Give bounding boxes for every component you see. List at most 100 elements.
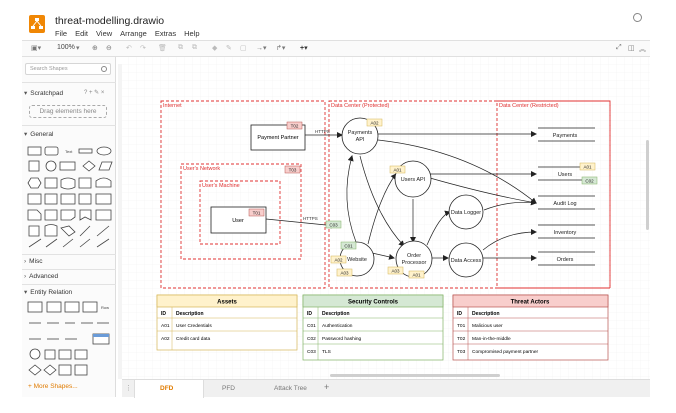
flow-user-website[interactable]	[265, 218, 337, 229]
zone-label-internet: Internet	[163, 103, 182, 109]
section-scratchpad[interactable]: ▾Scratchpad	[24, 89, 63, 97]
badge-t02: T02	[291, 124, 299, 129]
store-inventory[interactable]	[538, 224, 595, 239]
vertical-scrollbar[interactable]	[646, 140, 649, 230]
entity-relation-palette[interactable]: Row	[27, 300, 113, 380]
flow-payments-audit[interactable]	[377, 139, 537, 204]
zone-users-machine[interactable]	[199, 180, 281, 245]
flow-logger-audit[interactable]	[483, 199, 537, 211]
document-title[interactable]: threat-modelling.drawio	[55, 15, 165, 27]
zone-internet[interactable]	[160, 100, 326, 289]
diagram-canvas[interactable]: Internet User's Network User's Machine D…	[122, 57, 650, 379]
active-tab-background	[134, 380, 204, 398]
language-globe-icon[interactable]	[633, 13, 642, 22]
section-label: Entity Relation	[30, 289, 73, 296]
zone-dc-protected[interactable]	[328, 100, 611, 289]
flow-dataaccess-inventory[interactable]	[482, 229, 537, 251]
legend-assets-row-id: A02	[161, 336, 170, 342]
search-shapes-input[interactable]: Search Shapes	[25, 63, 111, 75]
legend-threat-actors[interactable]: Threat Actors ID Description T01 Malicio…	[452, 294, 609, 361]
menu-view[interactable]: View	[96, 29, 113, 38]
flow-website-payments[interactable]	[346, 155, 357, 243]
to-front-icon[interactable]: ⧉	[178, 44, 183, 51]
menu-help[interactable]: Help	[184, 29, 200, 38]
shadow-icon[interactable]: ▢	[240, 45, 247, 52]
node-label-payments-api-1: Payments	[348, 130, 373, 136]
menu-arrange[interactable]: Arrange	[120, 29, 147, 38]
node-label-website: Website	[347, 257, 367, 263]
chevron-right-icon: ›	[24, 258, 27, 265]
store-payments[interactable]	[538, 127, 595, 142]
fill-color-icon[interactable]: ◆	[212, 45, 218, 52]
zoom-dropdown-icon[interactable]: ▾	[76, 45, 80, 52]
menu-extras[interactable]: Extras	[154, 29, 177, 38]
tab-pfd[interactable]: PFD	[222, 385, 235, 392]
section-label: Advanced	[29, 273, 59, 280]
badge-t01: T01	[253, 211, 261, 216]
more-shapes-button[interactable]: + More Shapes...	[28, 383, 78, 390]
add-page-icon[interactable]: +	[324, 382, 330, 392]
legend-threats-row-desc: Man-in-the-middle	[472, 336, 511, 342]
pages-menu-icon[interactable]: ⋮	[125, 385, 132, 392]
diagram-svg[interactable]: Internet User's Network User's Machine D…	[122, 57, 650, 379]
to-back-icon[interactable]: ⧉	[192, 44, 197, 51]
legend-assets[interactable]: Assets ID Description A01 User Credentia…	[156, 294, 298, 351]
scratchpad-tools[interactable]: ? + ✎ ×	[84, 90, 105, 96]
general-shapes-palette[interactable]: Text	[27, 145, 113, 250]
format-panel-icon[interactable]: ◫	[628, 45, 635, 52]
store-label-audit-log: Audit Log	[553, 201, 576, 207]
badge-a01-users-api: A01	[393, 168, 402, 173]
legend-controls-row-id: C02	[307, 336, 316, 342]
section-advanced[interactable]: ›Advanced	[24, 273, 58, 280]
divider	[22, 284, 116, 285]
undo-icon[interactable]: ↶	[126, 45, 132, 52]
legend-assets-row-desc: Credit card data	[176, 336, 210, 342]
zone-dc-restricted[interactable]	[496, 100, 611, 289]
flow-website-processor[interactable]	[371, 252, 395, 260]
store-orders[interactable]	[538, 251, 595, 266]
scratchpad-drop-zone[interactable]: Drag elements here	[29, 105, 107, 118]
tab-dfd[interactable]: DFD	[160, 385, 174, 392]
store-label-payments: Payments	[553, 133, 578, 139]
badge-a01-users-store: A01	[583, 165, 592, 170]
connection-style-icon[interactable]: →▾	[256, 45, 267, 52]
node-payments-api[interactable]	[341, 117, 379, 155]
insert-icon[interactable]: +▾	[300, 45, 308, 52]
menu-edit[interactable]: Edit	[75, 29, 89, 38]
badge-a02-website: A02	[334, 258, 343, 263]
page-view-icon[interactable]: ▣▾	[31, 45, 42, 52]
horizontal-scrollbar[interactable]	[330, 374, 500, 377]
delete-icon[interactable]: 🗑	[158, 45, 167, 52]
line-color-icon[interactable]: ✎	[226, 45, 232, 52]
section-misc[interactable]: ›Misc	[24, 258, 43, 265]
zone-users-network[interactable]	[180, 163, 302, 260]
zoom-in-icon[interactable]: ⊕	[92, 45, 98, 52]
menu-bar: File Edit View Arrange Extras Help	[55, 29, 200, 38]
fullscreen-icon[interactable]: ⤢	[616, 44, 622, 51]
node-label-order-processor-1: Order	[407, 253, 421, 259]
legend-controls-header-desc: Description	[322, 311, 350, 317]
legend-security-controls[interactable]: Security Controls ID Description C01 Aut…	[302, 294, 444, 361]
zoom-out-icon[interactable]: ⊖	[106, 45, 112, 52]
section-entity-relation[interactable]: ▾Entity Relation	[24, 288, 72, 296]
tab-attack-tree[interactable]: Attack Tree	[274, 385, 307, 392]
store-audit-log[interactable]	[538, 195, 595, 210]
node-label-data-access: Data Access	[451, 258, 482, 264]
zone-label-users-network: User's Network	[183, 166, 220, 172]
waypoints-icon[interactable]: ↱▾	[276, 45, 286, 52]
redo-icon[interactable]: ↷	[140, 45, 146, 52]
flow-processor-logger[interactable]	[426, 210, 451, 246]
flow-label-https-2: HTTPS	[303, 216, 318, 221]
legend-controls-row-desc: TLS	[322, 349, 331, 355]
collapse-icon[interactable]: ︽	[639, 46, 646, 53]
flow-website-usersapi[interactable]	[367, 173, 397, 245]
menu-file[interactable]: File	[55, 29, 68, 38]
legend-threats-header-id: ID	[457, 311, 462, 317]
search-icon[interactable]	[101, 66, 107, 72]
section-general[interactable]: ▾General	[24, 130, 53, 138]
node-data-access[interactable]	[448, 242, 484, 278]
node-data-logger[interactable]	[448, 194, 484, 230]
zoom-select[interactable]: 100%	[57, 44, 75, 51]
flow-usersapi-audit[interactable]	[429, 177, 537, 206]
svg-text:Row: Row	[101, 305, 109, 310]
